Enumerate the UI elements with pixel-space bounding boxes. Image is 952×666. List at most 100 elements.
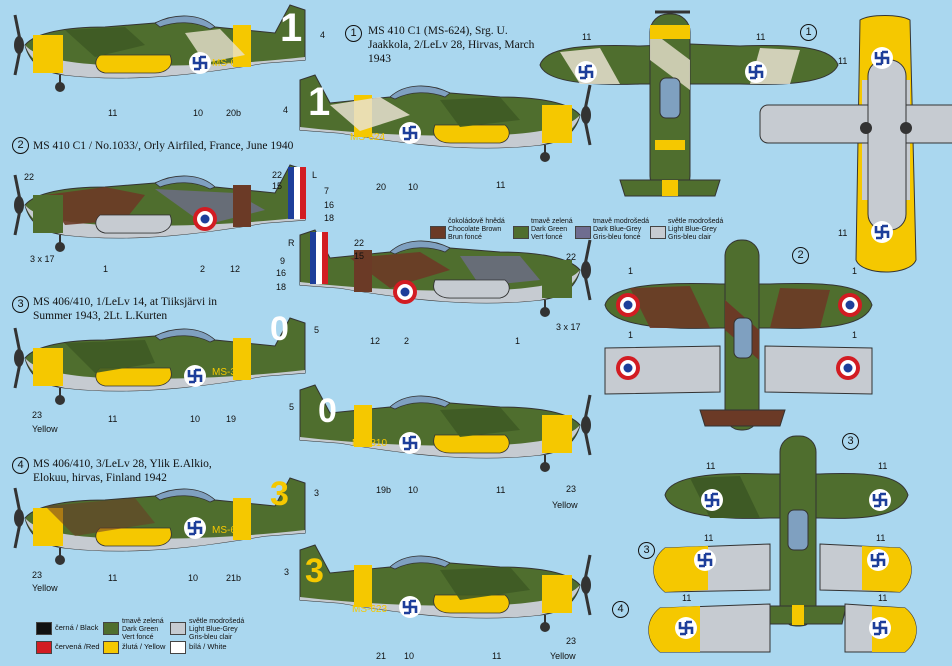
caption-1: MS 410 C1 (MS-624), Srg. U. Jaakkola, 2/… — [368, 25, 535, 65]
profile-4-right — [300, 545, 591, 632]
marker-3-plan: 3 — [842, 433, 859, 450]
callout: 11 — [682, 593, 692, 603]
callout: 11 — [492, 651, 502, 661]
profile-3-left — [12, 316, 307, 407]
callout: Yellow — [32, 424, 58, 434]
callout: 3 — [314, 488, 320, 498]
callout: 11 — [496, 180, 506, 190]
callout: 10 — [408, 182, 419, 192]
planview-1-bottom — [759, 15, 952, 273]
callout: 12 — [370, 336, 381, 346]
tail-number-4a: 3 — [270, 475, 289, 513]
callout: 1 — [103, 264, 109, 274]
legend-label: žlutá / Yellow — [122, 642, 166, 651]
callout: 21b — [226, 573, 242, 583]
profile-1-left — [12, 3, 307, 94]
planview-2-bottom — [604, 345, 873, 395]
callout: L — [312, 170, 318, 180]
callout: 10 — [190, 414, 201, 424]
code-a1: MS-624 — [212, 58, 248, 69]
swatch-light-blue-grey — [170, 622, 186, 635]
swatch-yellow — [103, 641, 119, 654]
callout: 11 — [108, 573, 118, 583]
callout: 11 — [582, 32, 592, 42]
callout: 22 — [566, 252, 577, 262]
callout: 15 — [272, 181, 283, 191]
callout: 20b — [226, 108, 242, 118]
code-a3: MS-310 — [212, 367, 248, 378]
callout: 22 — [354, 238, 365, 248]
planview-3-bottom — [653, 543, 912, 593]
callout: 1 — [852, 266, 858, 276]
legend-label: bílá / White — [189, 642, 227, 651]
profile-2-left — [12, 163, 307, 254]
callout: 10 — [408, 485, 419, 495]
swatch-dark-blue-grey — [575, 226, 591, 239]
code-a2: MS-624 — [350, 132, 386, 143]
swatch-white — [170, 641, 186, 654]
marker-3-under: 3 — [638, 542, 655, 559]
callout: 23 — [32, 570, 43, 580]
callout: 5 — [314, 325, 320, 335]
callout: Yellow — [552, 500, 578, 510]
planview-4-bottom — [648, 603, 917, 653]
callout: 18 — [276, 282, 287, 292]
marker-4-under: 4 — [612, 601, 629, 618]
tail-number-3b: 0 — [318, 392, 337, 430]
callout: 16 — [324, 200, 335, 210]
marker-4: 4 — [12, 457, 29, 474]
callout: 23 — [32, 410, 43, 420]
callout: 3 — [284, 567, 290, 577]
marker-1: 1 — [345, 25, 362, 42]
callout: 18 — [324, 213, 335, 223]
tail-number-1b: 1 — [308, 80, 331, 124]
callout: 11 — [108, 414, 118, 424]
marker-2-plan: 2 — [792, 247, 809, 264]
planview-1-top — [539, 10, 839, 197]
callout: 16 — [276, 268, 287, 278]
callout: 20 — [376, 182, 387, 192]
callout: 11 — [838, 56, 848, 66]
callout: 1 — [515, 336, 521, 346]
callout: 1 — [852, 330, 858, 340]
code-a6: MS-623 — [352, 604, 388, 615]
legend-label: černá / Black — [55, 623, 99, 632]
callout: 15 — [354, 251, 365, 261]
callout: 1 — [628, 330, 634, 340]
profile-3-right — [300, 385, 591, 472]
callout: 22 — [272, 170, 283, 180]
marker-1-plan: 1 — [800, 24, 817, 41]
callout: 11 — [496, 485, 506, 495]
callout: 11 — [108, 108, 118, 118]
callout: Yellow — [32, 583, 58, 593]
swatch-black — [36, 622, 52, 635]
callout: 7 — [324, 186, 330, 196]
callout: 11 — [756, 32, 766, 42]
callout: 19b — [376, 485, 392, 495]
swatch-red — [36, 641, 52, 654]
callout: 2 — [200, 264, 206, 274]
callout: 10 — [404, 651, 415, 661]
legend-label: červená /Red — [55, 642, 100, 651]
tail-number-4b: 3 — [305, 552, 324, 590]
callout: Yellow — [550, 651, 576, 661]
callout: 22 — [24, 172, 35, 182]
callout: 23 — [566, 636, 577, 646]
profile-2-right — [300, 230, 591, 317]
callout: 4 — [320, 30, 326, 40]
callout: 2 — [404, 336, 410, 346]
code-a4: MS-310 — [352, 438, 388, 449]
callout: 3 x 17 — [556, 322, 581, 332]
callout: 5 — [289, 402, 295, 412]
callout: 23 — [566, 484, 577, 494]
marker-2: 2 — [12, 137, 29, 154]
callout: 10 — [193, 108, 204, 118]
marker-3: 3 — [12, 296, 29, 313]
